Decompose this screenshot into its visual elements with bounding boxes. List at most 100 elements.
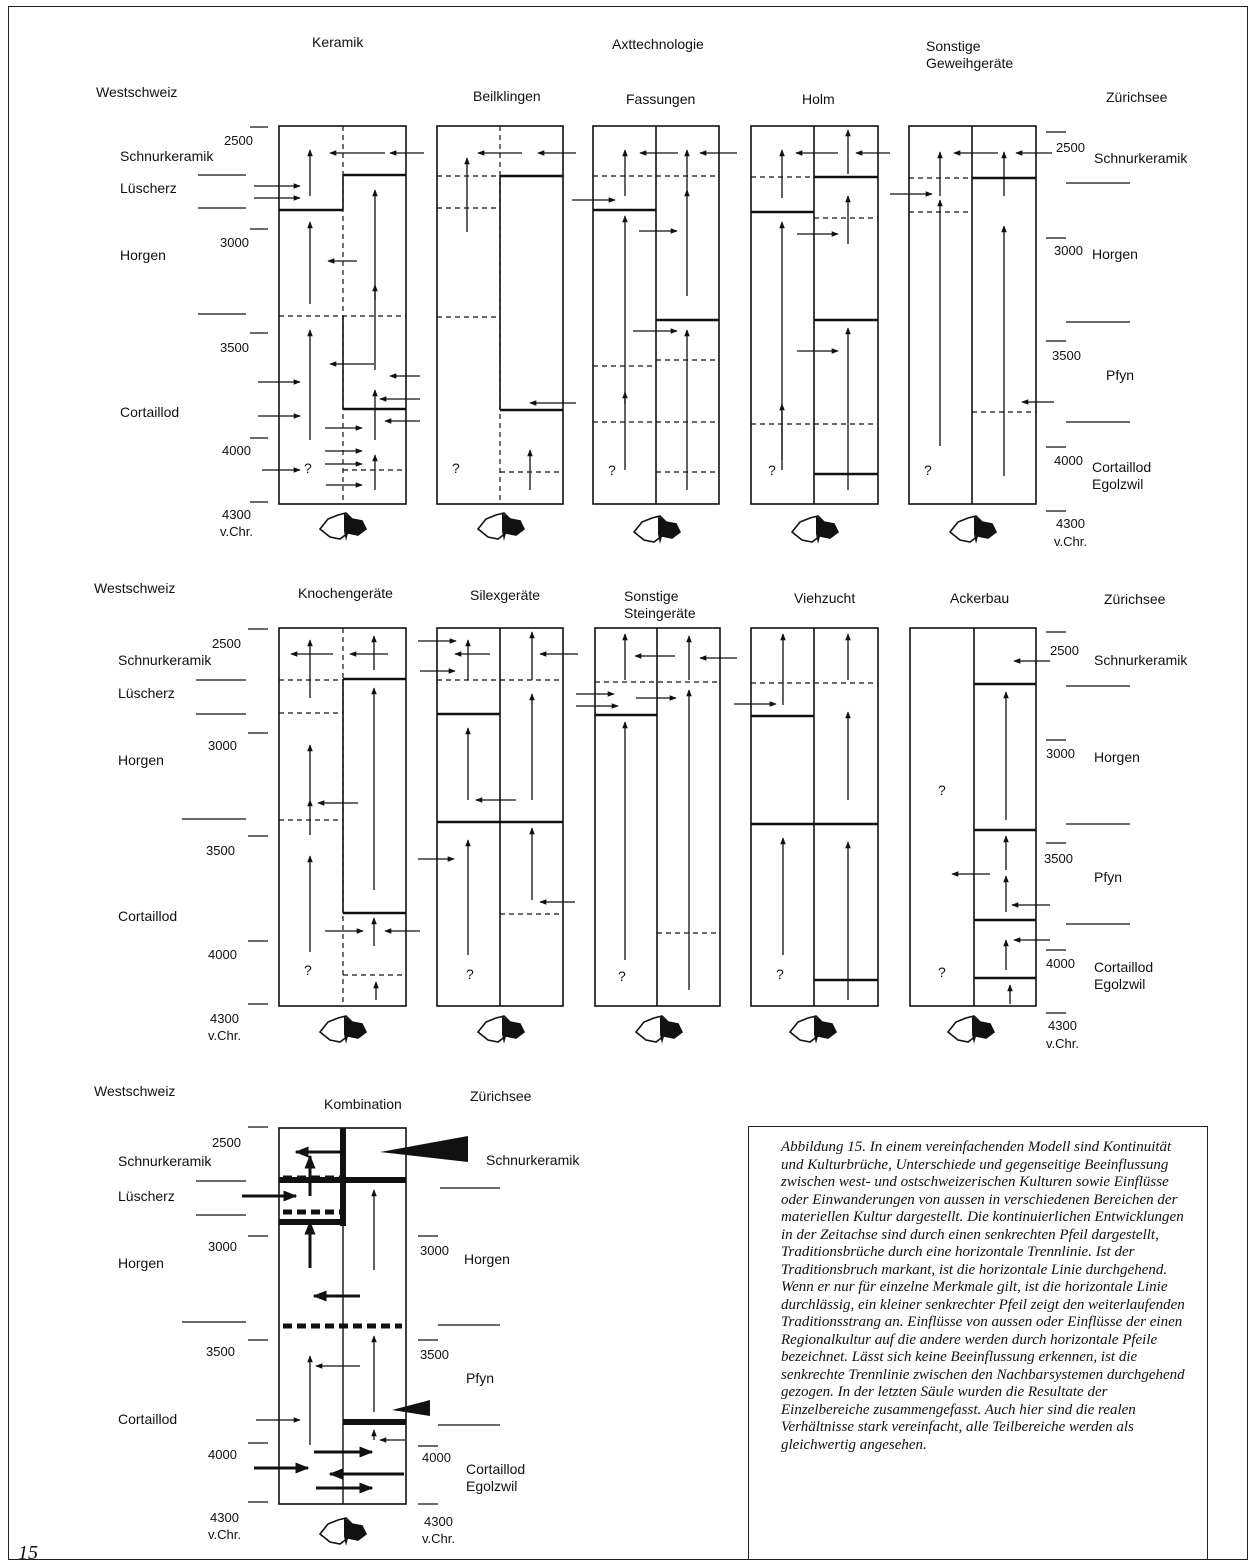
region-westschweiz: Westschweiz <box>94 1083 176 1099</box>
year-unit-label: v.Chr. <box>208 1028 241 1043</box>
year-label: 2500 <box>224 133 253 148</box>
year-label: 4300 <box>1056 516 1085 531</box>
header-ackerbau: Ackerbau <box>950 590 1010 606</box>
year-label: 2500 <box>1050 643 1079 658</box>
unknown-mark: ? <box>304 962 312 978</box>
culture-label: Lüscherz <box>120 180 177 196</box>
culture-label: Cortaillod <box>466 1461 526 1477</box>
switzerland-map-icon <box>318 1517 368 1546</box>
header-steingeraete: Steingeräte <box>624 605 696 621</box>
year-label: 2500 <box>212 636 241 651</box>
switzerland-maps <box>318 512 998 1546</box>
year-label: 3500 <box>206 843 235 858</box>
year-label: 3000 <box>1054 243 1083 258</box>
header-beilklingen: Beilklingen <box>473 88 541 104</box>
region-zuerichsee: Zürichsee <box>1104 591 1166 607</box>
tradition-lines <box>182 126 1130 1505</box>
culture-label: Cortaillod <box>118 908 178 924</box>
header-knochengeraete: Knochengeräte <box>298 585 393 601</box>
culture-label: Egolzwil <box>466 1478 518 1494</box>
header-sonstige: Sonstige <box>926 38 981 54</box>
switzerland-map-icon <box>946 1015 996 1044</box>
region-fill <box>344 513 366 541</box>
region-fill <box>658 516 680 544</box>
arrow <box>392 1400 430 1416</box>
culture-label: Horgen <box>120 247 166 263</box>
page-frame <box>8 6 1248 1560</box>
region-fill <box>816 516 838 544</box>
figure-caption: Abbildung 15. In einem vereinfachenden M… <box>748 1126 1208 1560</box>
region-zuerichsee: Zürichsee <box>470 1088 532 1104</box>
unknown-mark: ? <box>938 782 946 798</box>
header-keramik: Keramik <box>312 34 364 50</box>
culture-label: Schnurkeramik <box>486 1152 580 1168</box>
region-fill <box>502 1016 524 1044</box>
unknown-mark: ? <box>776 966 784 982</box>
region-fill <box>660 1016 682 1044</box>
year-label: 3000 <box>420 1243 449 1258</box>
region-fill <box>502 513 524 541</box>
unknown-mark: ? <box>924 462 932 478</box>
header-fassungen: Fassungen <box>626 91 696 107</box>
culture-label: Lüscherz <box>118 685 175 701</box>
year-label: 2500 <box>212 1135 241 1150</box>
header-sonstige: Sonstige <box>624 588 679 604</box>
unknown-mark: ? <box>452 460 460 476</box>
year-label: 3000 <box>220 235 249 250</box>
year-label: 3500 <box>1052 348 1081 363</box>
region-fill <box>814 1016 836 1044</box>
switzerland-map-icon <box>476 512 526 541</box>
year-label: 3000 <box>208 1239 237 1254</box>
year-label: 3500 <box>220 340 249 355</box>
culture-label: Egolzwil <box>1092 476 1144 492</box>
year-unit-label: v.Chr. <box>208 1527 241 1542</box>
unknown-mark: ? <box>466 966 474 982</box>
culture-label: Schnurkeramik <box>118 1153 212 1169</box>
switzerland-map-icon <box>632 515 682 544</box>
culture-label: Cortaillod <box>1094 959 1154 975</box>
header-axttechnologie: Axttechnologie <box>612 36 704 52</box>
page-number: 15 <box>18 1542 38 1564</box>
switzerland-map-icon <box>948 515 998 544</box>
unknown-mark: ? <box>608 462 616 478</box>
year-label: 2500 <box>1056 140 1085 155</box>
header-viehzucht: Viehzucht <box>794 590 856 606</box>
year-label: 3000 <box>1046 746 1075 761</box>
year-label: 4300 <box>210 1510 239 1525</box>
year-label: 3500 <box>206 1344 235 1359</box>
year-label: 4300 <box>424 1514 453 1529</box>
culture-label: Schnurkeramik <box>120 148 214 164</box>
year-label: 4300 <box>1048 1018 1077 1033</box>
year-label: 4300 <box>210 1011 239 1026</box>
year-label: 3500 <box>1044 851 1073 866</box>
year-label: 4000 <box>1046 956 1075 971</box>
culture-label: Horgen <box>1092 246 1138 262</box>
unknown-mark: ? <box>768 462 776 478</box>
year-unit-label: v.Chr. <box>422 1531 455 1546</box>
switzerland-map-icon <box>634 1015 684 1044</box>
year-label: 4000 <box>222 443 251 458</box>
culture-label: Schnurkeramik <box>1094 652 1188 668</box>
region-westschweiz: Westschweiz <box>96 84 178 100</box>
culture-label: Cortaillod <box>118 1411 178 1427</box>
culture-label: Horgen <box>464 1251 510 1267</box>
culture-label: Schnurkeramik <box>1094 150 1188 166</box>
switzerland-map-icon <box>318 1015 368 1044</box>
culture-label: Pfyn <box>1106 367 1135 383</box>
culture-label: Pfyn <box>1094 869 1123 885</box>
region-fill <box>972 1016 994 1044</box>
year-label: 4000 <box>422 1450 451 1465</box>
header-geweihgeraete: Geweihgeräte <box>926 55 1014 71</box>
culture-label: Cortaillod <box>1092 459 1152 475</box>
year-label: 4000 <box>208 1447 237 1462</box>
culture-label: Schnurkeramik <box>118 652 212 668</box>
region-fill <box>974 516 996 544</box>
switzerland-map-icon <box>318 512 368 541</box>
unknown-mark: ? <box>938 964 946 980</box>
header-holm: Holm <box>802 91 835 107</box>
switzerland-map-icon <box>790 515 840 544</box>
header-silexgeraete: Silexgeräte <box>470 587 541 603</box>
year-label: 4000 <box>208 947 237 962</box>
region-zuerichsee: Zürichsee <box>1106 89 1168 105</box>
